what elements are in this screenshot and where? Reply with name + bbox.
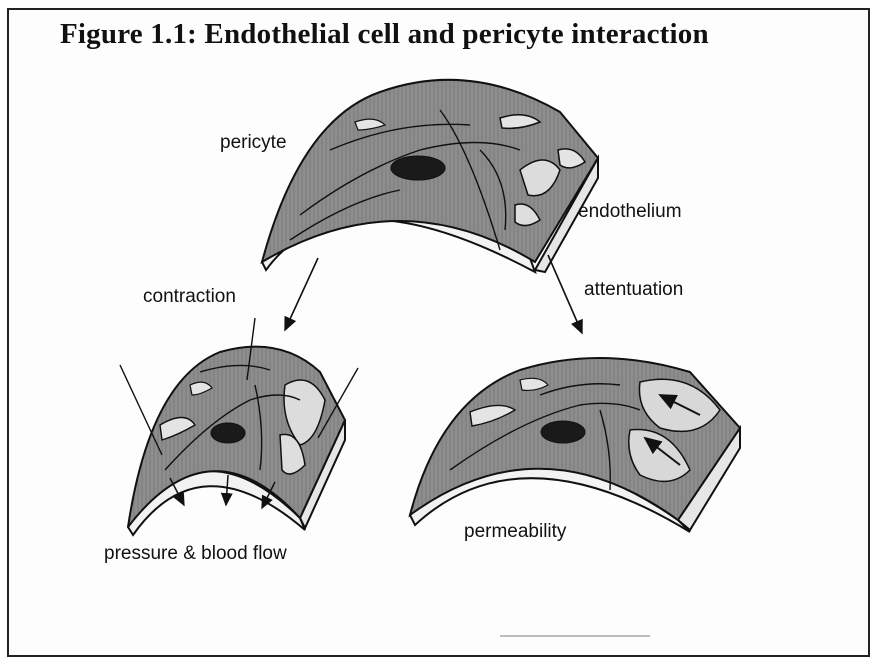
label-contraction: contraction [143,286,236,308]
compression-line-left [120,365,162,455]
arrow-to-contraction [285,258,318,330]
nucleus-top [391,156,445,180]
vessel-contraction [128,347,345,535]
label-attentuation: attentuation [584,279,683,301]
label-permeability: permeability [464,521,566,543]
nucleus-left [211,423,245,443]
label-pressure-flow: pressure & blood flow [104,543,287,565]
label-pericyte: pericyte [220,132,287,154]
vessel-top [262,80,598,272]
vessel-permeability [410,358,740,532]
label-endothelium: endothelium [578,201,682,223]
nucleus-right [541,421,585,443]
arrow-to-attentuation [548,255,582,333]
